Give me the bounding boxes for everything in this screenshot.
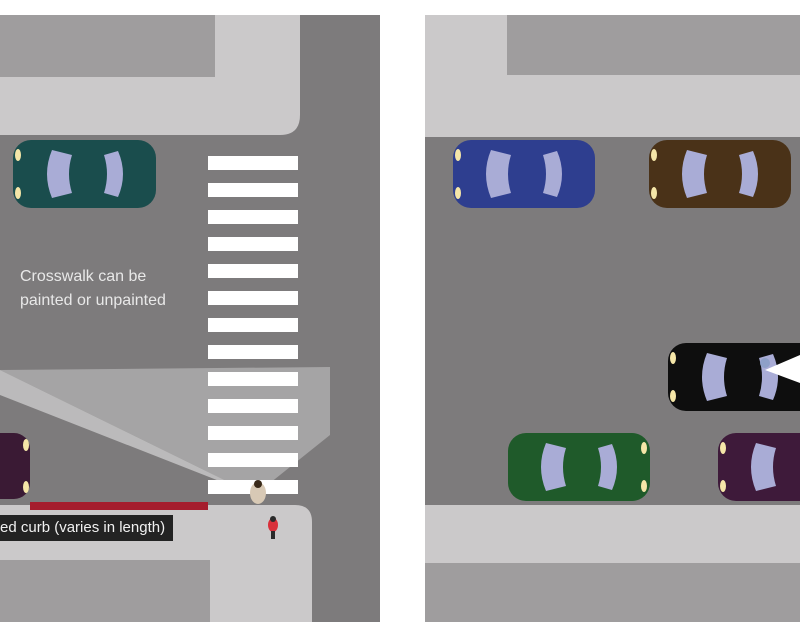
crosswalk-stripe [208, 399, 298, 413]
crosswalk-caption-line1: Crosswalk can be [20, 268, 147, 285]
car-plum [0, 433, 30, 499]
crosswalk-stripe [208, 372, 298, 386]
sight-cone [765, 355, 800, 383]
curb-caption-box: ed curb (varies in length) [0, 515, 174, 541]
car-brown [649, 140, 791, 208]
pedestrian-waiting [250, 480, 266, 504]
pedestrian-red [268, 516, 278, 539]
crosswalk-stripe [208, 291, 298, 305]
car-purple [718, 433, 800, 501]
crosswalk-stripe [208, 210, 298, 224]
red-curb [30, 502, 208, 510]
sight-line-inner [0, 370, 255, 495]
crosswalk-stripe [208, 264, 298, 278]
crosswalk-stripe [208, 345, 298, 359]
right-diagram-svg [425, 15, 800, 622]
block-bottom [425, 563, 800, 622]
left-diagram-svg [0, 15, 380, 622]
block-top-left [0, 15, 215, 77]
car-teal [13, 140, 156, 208]
crosswalk-stripe [208, 318, 298, 332]
crosswalk-caption: Crosswalk can be painted or unpainted [20, 265, 166, 313]
crosswalk-caption-line2: painted or unpainted [20, 292, 166, 309]
left-intersection-diagram: Crosswalk can be painted or unpainted ed… [0, 15, 380, 622]
crosswalk-stripe [208, 453, 298, 467]
crosswalk-stripe [208, 426, 298, 440]
car-black [668, 343, 800, 411]
right-street-diagram [425, 15, 800, 622]
crosswalk-stripe [208, 183, 298, 197]
sidewalk-ramp [210, 560, 310, 622]
block-bottom-left [0, 560, 210, 622]
car-green [508, 433, 650, 501]
block-top [507, 15, 800, 75]
crosswalk-stripe [208, 156, 298, 170]
crosswalk-stripe [208, 237, 298, 251]
curb-caption: ed curb (varies in length) [0, 519, 166, 536]
car-blue [453, 140, 595, 208]
